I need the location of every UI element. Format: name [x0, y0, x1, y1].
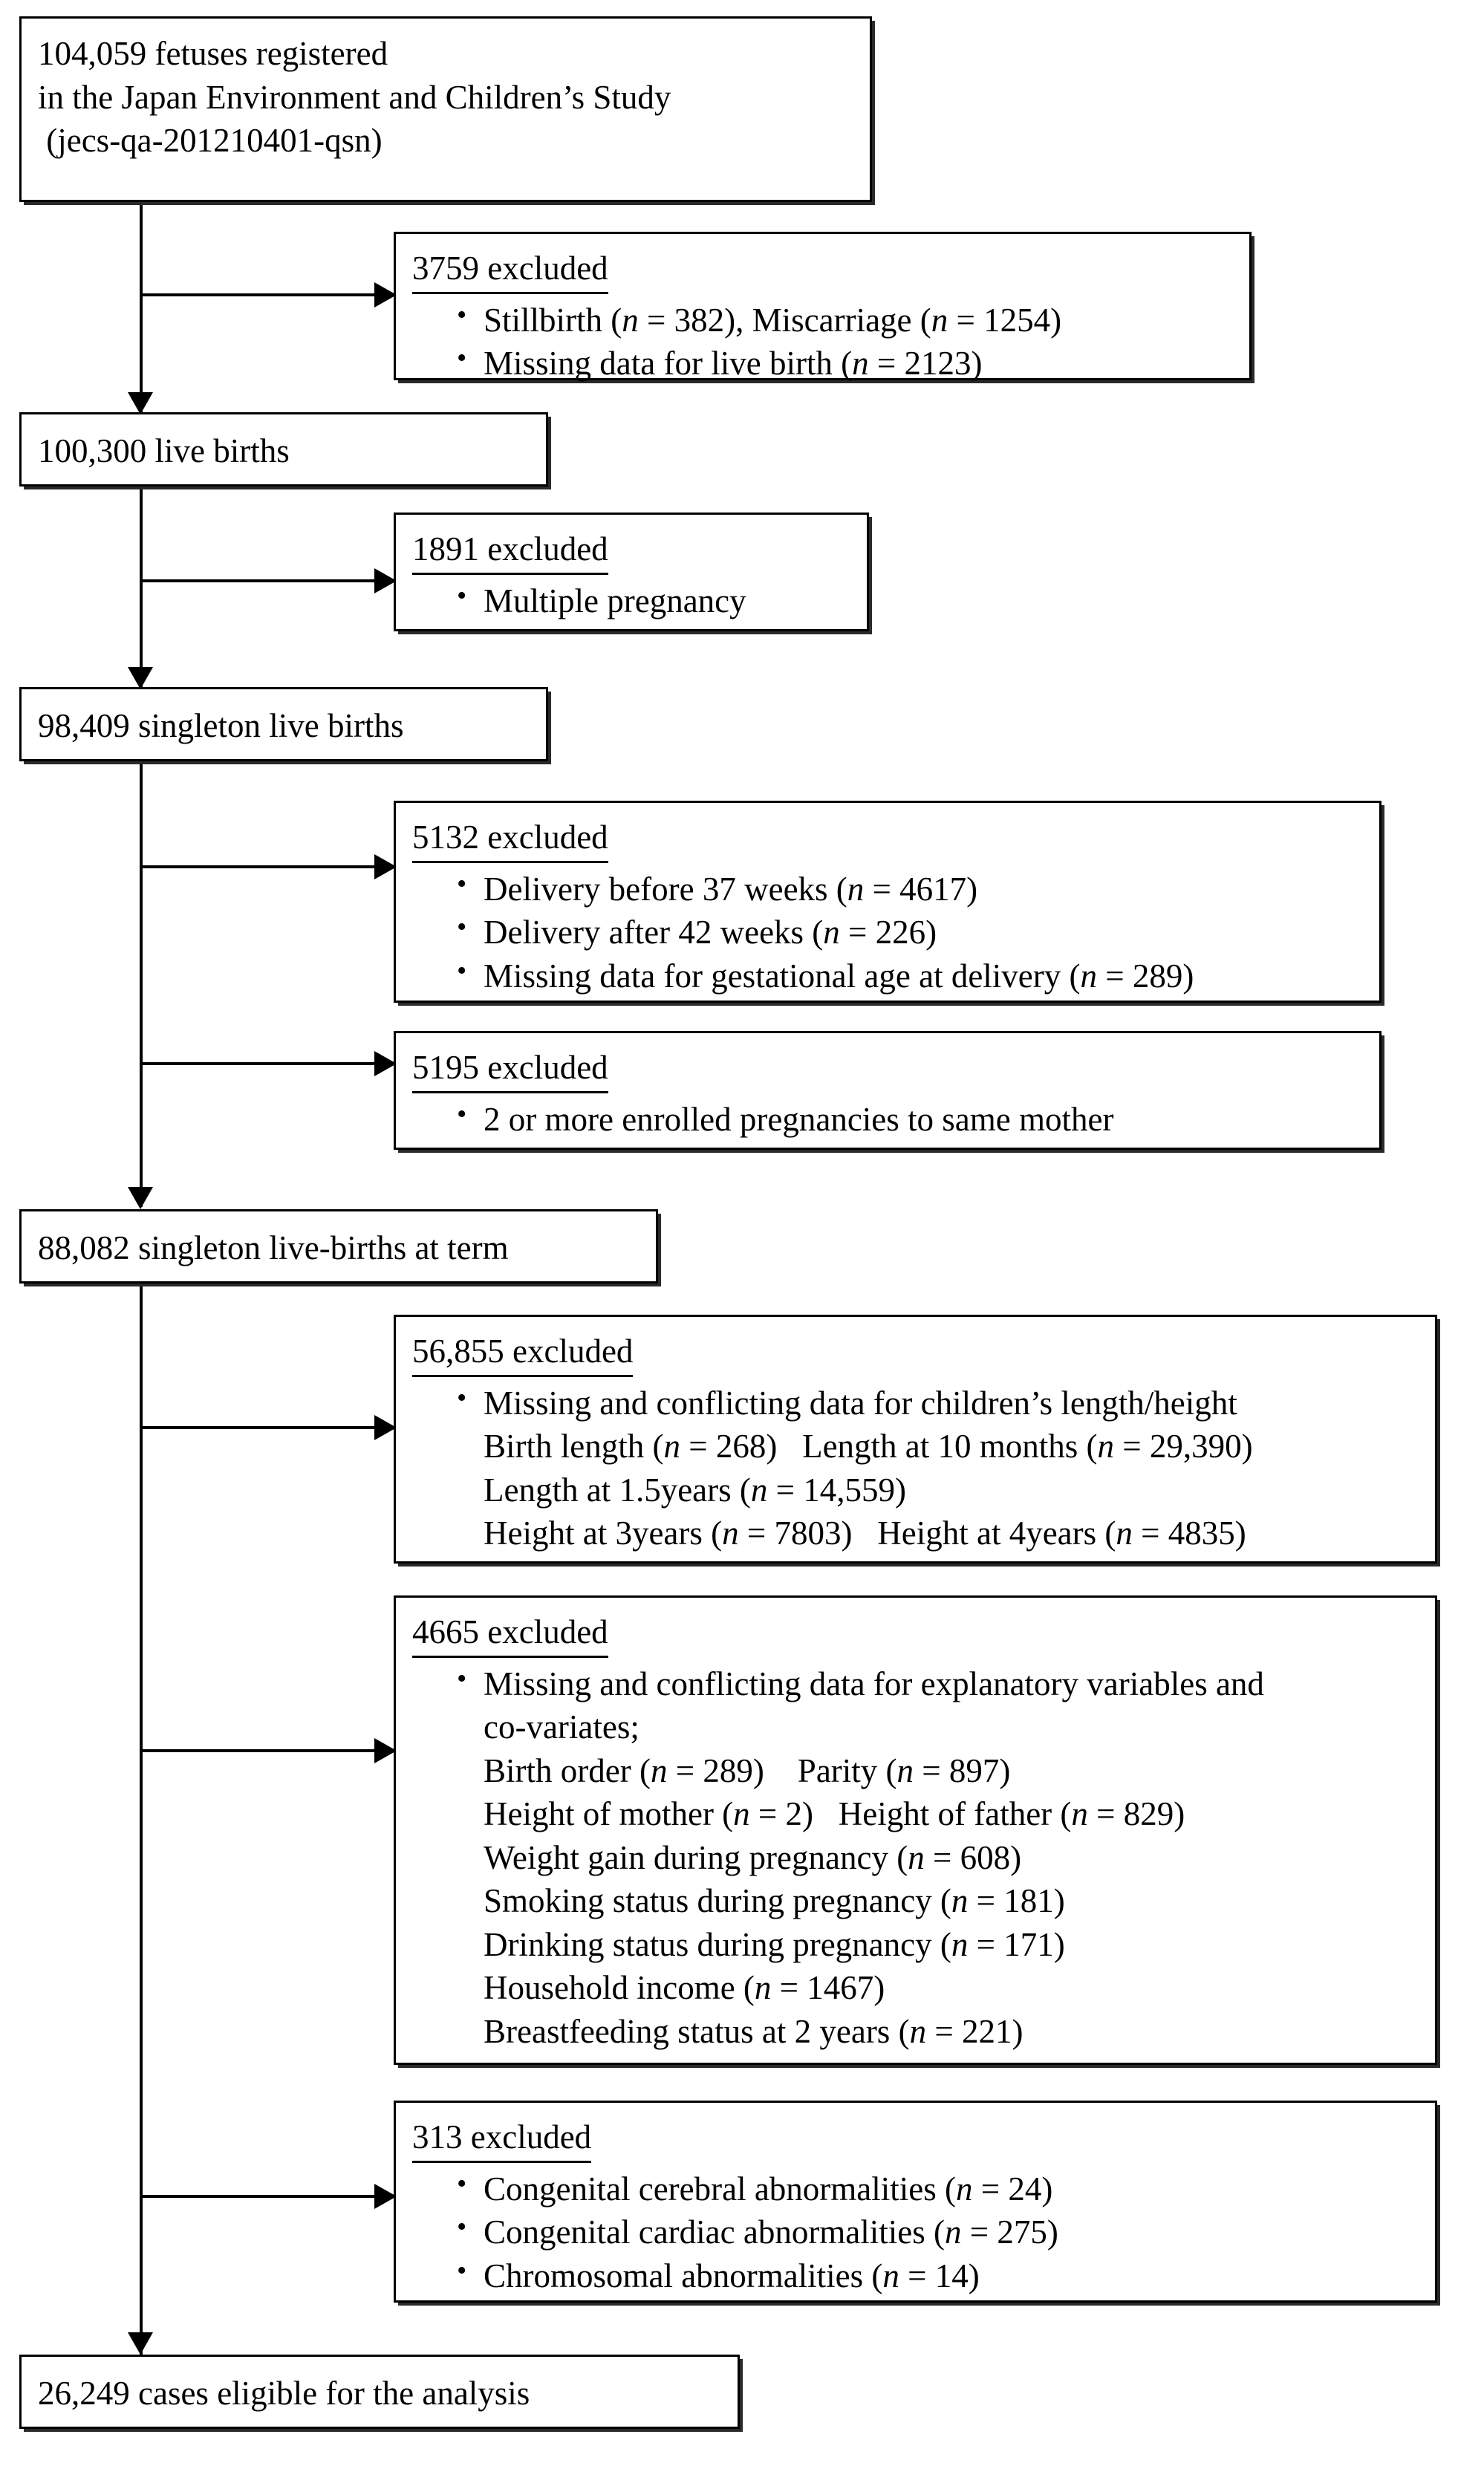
excl-5195-list: 2 or more enrolled pregnancies to same m… [412, 1096, 1363, 1142]
list-item: Height of mother (n = 2) Height of fathe… [484, 1795, 1185, 1833]
box-singleton-term-label: 88,082 singleton live-births at term [38, 1229, 509, 1266]
list-item: co-variates; [484, 1708, 640, 1746]
arrow-right-to-excl-3759 [374, 282, 397, 308]
connector-hline-1891 [140, 579, 385, 582]
arrow-right-to-excl-5195 [374, 1051, 397, 1076]
list-item: Household income (n = 1467) [484, 1969, 885, 2007]
arrow-down-to-eligible [128, 2332, 153, 2355]
connector-vline-2 [140, 487, 143, 687]
box-excl-5132: 5132 excluded Delivery before 37 weeks (… [394, 801, 1382, 1003]
connector-hline-56855 [140, 1426, 385, 1429]
excl-313-heading: 313 excluded [412, 2116, 592, 2163]
connector-vline-1 [140, 201, 143, 412]
excl-313-list: Congenital cerebral abnormalities (n = 2… [412, 2166, 1419, 2298]
arrow-down-to-term [128, 1187, 153, 1209]
box-eligible: 26,249 cases eligible for the analysis [19, 2355, 740, 2429]
list-item: Breastfeeding status at 2 years (n = 221… [484, 2012, 1023, 2050]
box-singleton-term: 88,082 singleton live-births at term [19, 1209, 658, 1284]
excl-5132-list: Delivery before 37 weeks (n = 4617) Deli… [412, 866, 1363, 998]
arrow-right-to-excl-313 [374, 2184, 397, 2209]
excl-5195-heading: 5195 excluded [412, 1047, 608, 1093]
excl-4665-heading: 4665 excluded [412, 1611, 608, 1658]
excl-1891-list: Multiple pregnancy [412, 578, 850, 623]
list-item: Congenital cardiac abnormalities (n = 27… [454, 2209, 1419, 2254]
list-item: Weight gain during pregnancy (n = 608) [484, 1838, 1022, 1876]
box-excl-4665: 4665 excluded Missing and conflicting da… [394, 1595, 1437, 2065]
list-item: Smoking status during pregnancy (n = 181… [484, 1882, 1065, 1920]
list-item: Delivery after 42 weeks (n = 226) [454, 909, 1363, 954]
list-item: Birth order (n = 289) Parity (n = 897) [484, 1751, 1011, 1789]
list-item: Multiple pregnancy [454, 578, 850, 623]
excl-5132-heading: 5132 excluded [412, 816, 608, 863]
arrow-right-to-excl-1891 [374, 568, 397, 593]
box-live-births: 100,300 live births [19, 412, 548, 487]
connector-hline-3759 [140, 293, 385, 296]
excl-56855-list: Missing and conflicting data for childre… [412, 1380, 1419, 1555]
list-item: 2 or more enrolled pregnancies to same m… [454, 1096, 1363, 1142]
excl-56855-heading: 56,855 excluded [412, 1330, 634, 1377]
list-item: Height at 3years (n = 7803) Height at 4y… [484, 1515, 1246, 1552]
list-item: Chromosomal abnormalities (n = 14) [454, 2253, 1419, 2298]
box-registered-line-2: in the Japan Environment and Children’s … [38, 78, 671, 116]
box-registered: 104,059 fetuses registered in the Japan … [19, 16, 872, 202]
list-item: Length at 1.5years (n = 14,559) [484, 1471, 906, 1509]
box-excl-1891: 1891 excluded Multiple pregnancy [394, 513, 869, 631]
excl-3759-list: Stillbirth (n = 382), Miscarriage (n = 1… [412, 297, 1233, 385]
list-item: Drinking status during pregnancy (n = 17… [484, 1925, 1065, 1963]
box-singleton-live-births-label: 98,409 singleton live births [38, 707, 404, 744]
arrow-right-to-excl-4665 [374, 1738, 397, 1763]
list-item: Missing and conflicting data for childre… [454, 1380, 1419, 1425]
box-registered-line-3: (jecs-qa-201210401-qsn) [38, 122, 383, 159]
connector-hline-4665 [140, 1749, 385, 1752]
box-excl-3759: 3759 excluded Stillbirth (n = 382), Misc… [394, 232, 1252, 382]
box-excl-56855: 56,855 excluded Missing and conflicting … [394, 1315, 1437, 1564]
arrow-down-to-singleton [128, 667, 153, 689]
connector-hline-5132 [140, 865, 385, 868]
connector-vline-3 [140, 761, 143, 1207]
arrow-down-to-live-births [128, 392, 153, 414]
excl-4665-list: Missing and conflicting data for explana… [412, 1661, 1419, 2054]
box-registered-line-1: 104,059 fetuses registered [38, 35, 388, 72]
connector-vline-4 [140, 1285, 143, 2355]
excl-3759-heading: 3759 excluded [412, 247, 608, 294]
arrow-right-to-excl-56855 [374, 1415, 397, 1440]
excl-1891-heading: 1891 excluded [412, 528, 608, 575]
list-item: Stillbirth (n = 382), Miscarriage (n = 1… [454, 297, 1233, 342]
box-live-births-label: 100,300 live births [38, 432, 290, 469]
list-item: Missing data for gestational age at deli… [454, 953, 1363, 998]
list-item: Delivery before 37 weeks (n = 4617) [454, 866, 1363, 911]
box-excl-313: 313 excluded Congenital cerebral abnorma… [394, 2101, 1437, 2303]
box-excl-5195: 5195 excluded 2 or more enrolled pregnan… [394, 1031, 1382, 1150]
list-item: Congenital cerebral abnormalities (n = 2… [454, 2166, 1419, 2211]
list-item: Missing data for live birth (n = 2123) [454, 340, 1233, 385]
arrow-right-to-excl-5132 [374, 854, 397, 879]
list-item: Birth length (n = 268) Length at 10 mont… [484, 1428, 1253, 1465]
connector-hline-5195 [140, 1062, 385, 1065]
list-item: Missing and conflicting data for explana… [454, 1661, 1419, 1706]
box-eligible-label: 26,249 cases eligible for the analysis [38, 2375, 530, 2412]
box-singleton-live-births: 98,409 singleton live births [19, 687, 548, 761]
connector-hline-313 [140, 2195, 385, 2198]
